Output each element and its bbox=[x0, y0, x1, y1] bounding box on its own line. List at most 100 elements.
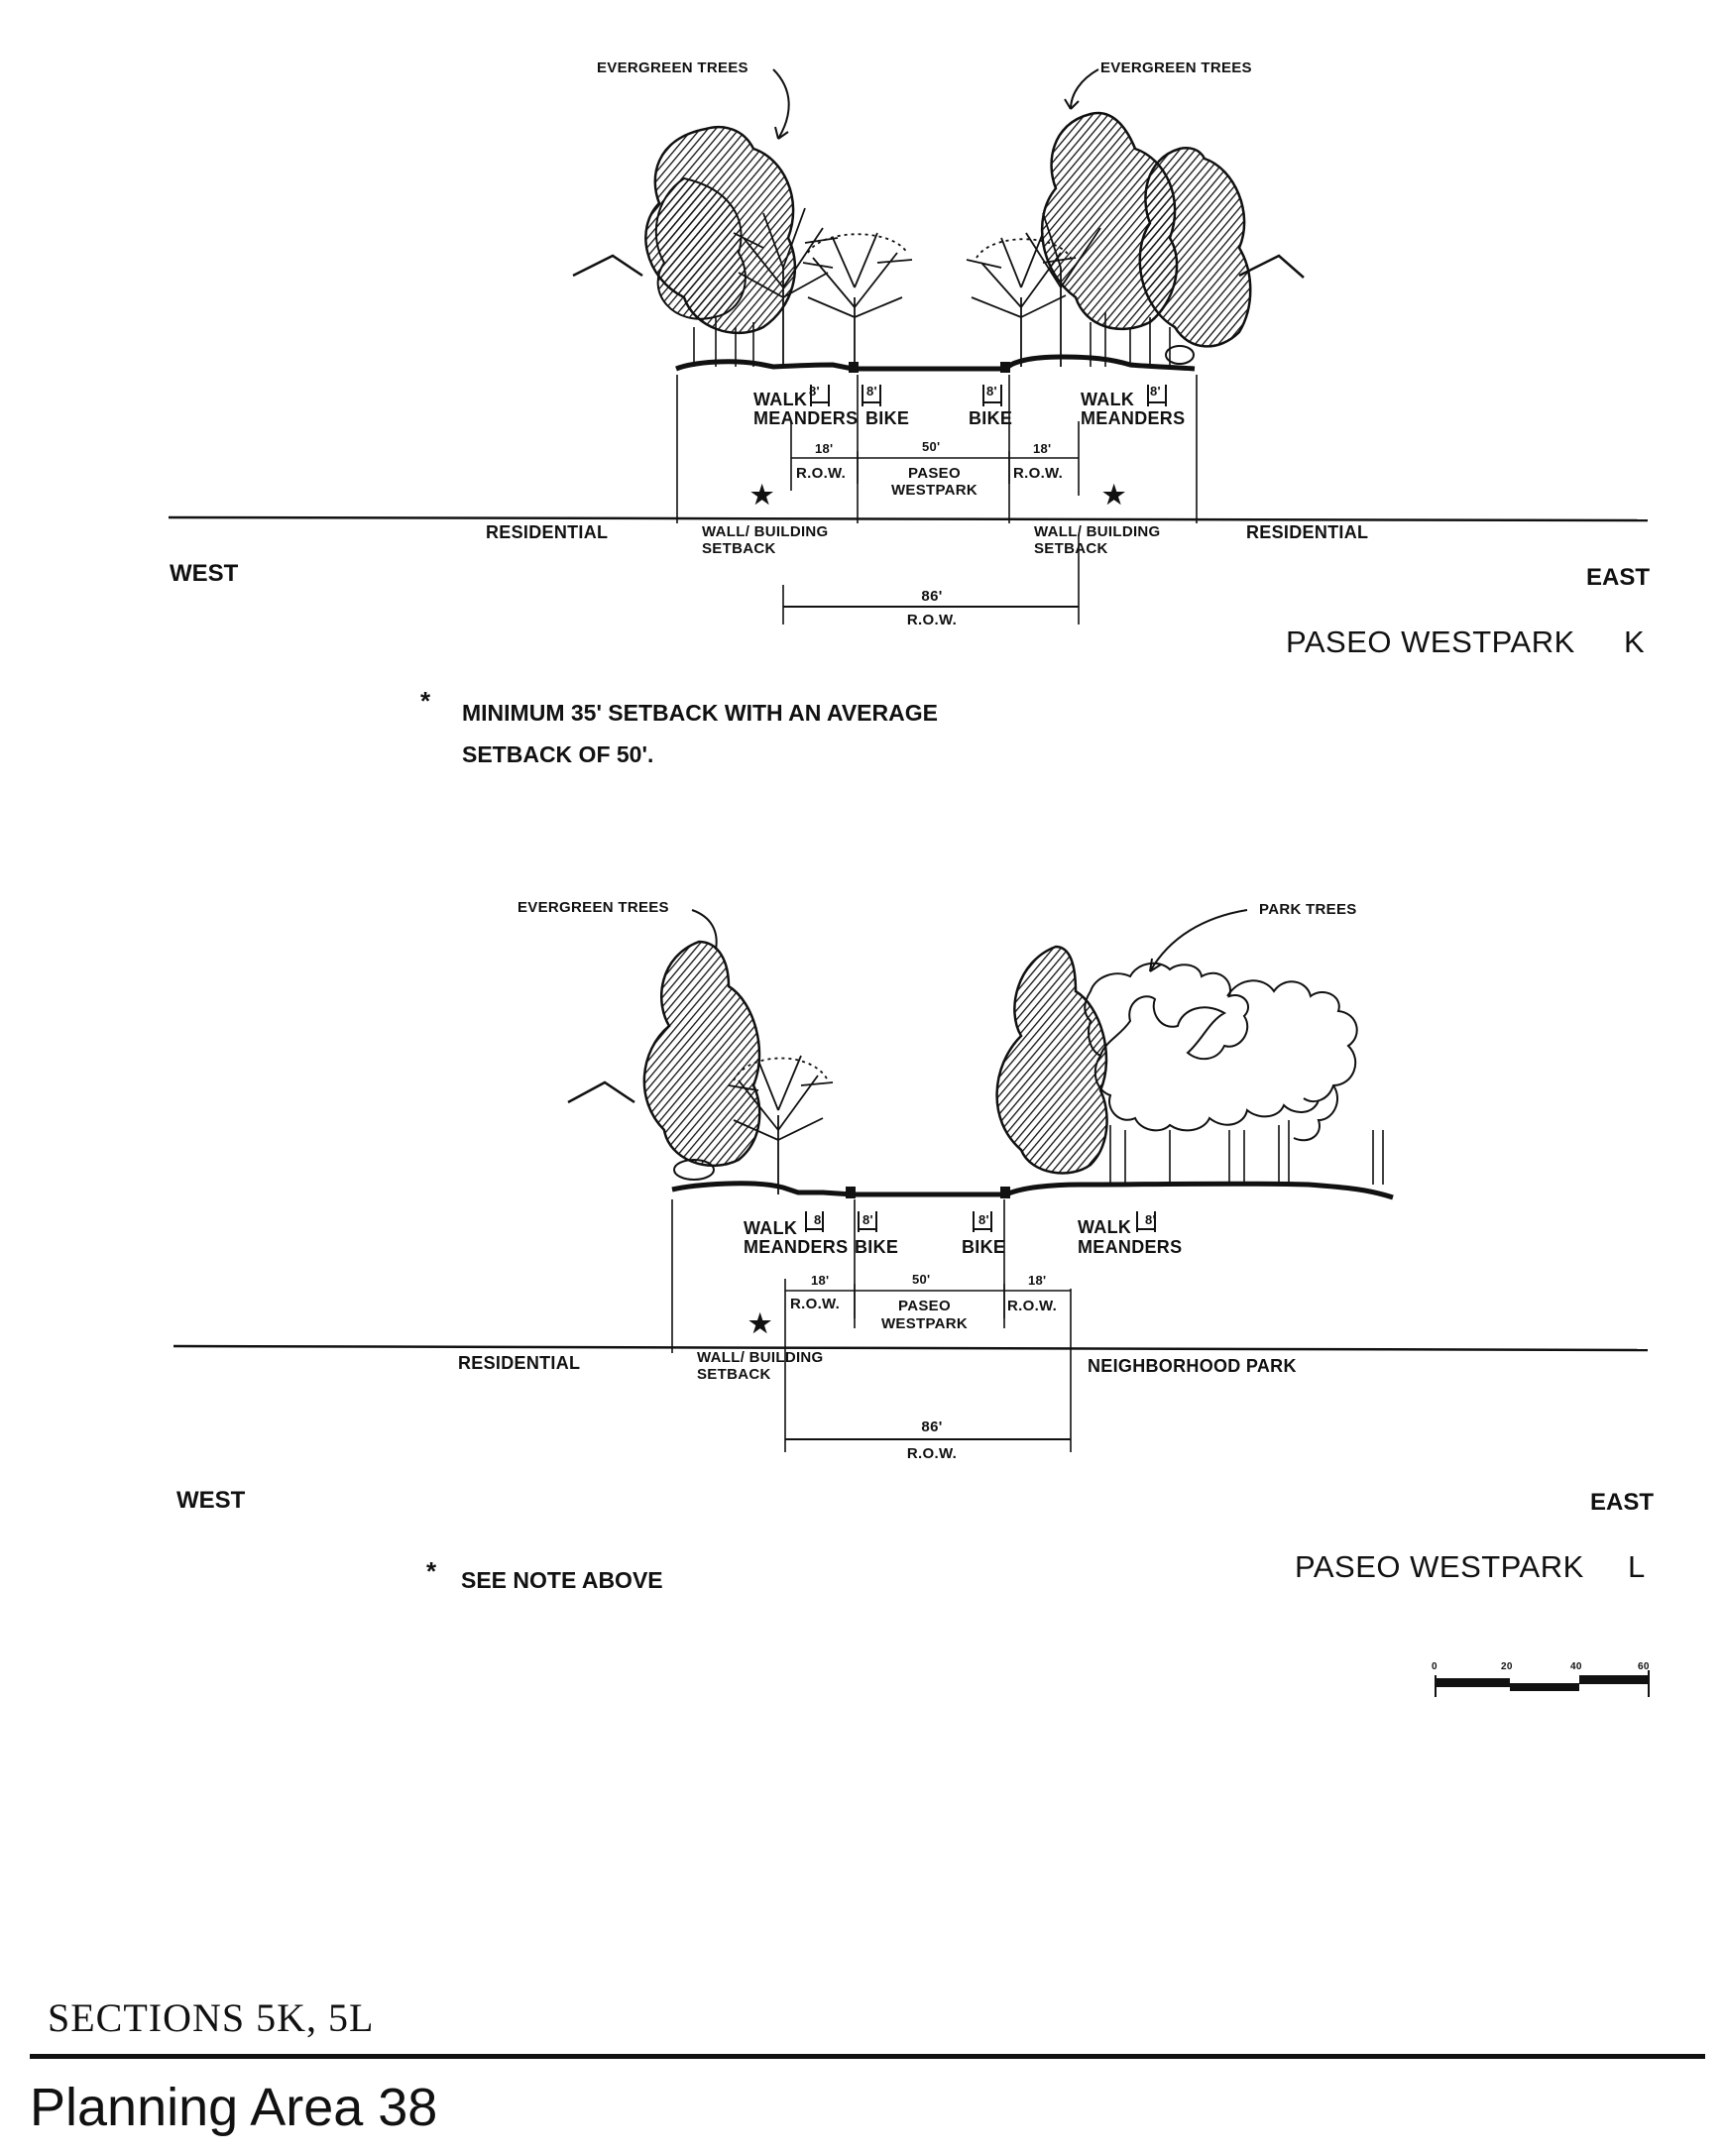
ground-profile bbox=[675, 354, 1196, 372]
note-asterisk: * bbox=[420, 686, 431, 716]
leader-arrow bbox=[772, 68, 790, 140]
park-trees bbox=[1084, 962, 1249, 1061]
total-dim: 86' bbox=[921, 1418, 943, 1435]
setback-note-line-2: SETBACK OF 50'. bbox=[462, 741, 654, 767]
land-use-right: NEIGHBORHOOD PARK bbox=[1088, 1356, 1297, 1376]
evergreen-trees-label: EVERGREEN TREES bbox=[518, 899, 669, 916]
walk-width-right: 8' bbox=[1145, 1212, 1156, 1227]
walk-width-right: 8' bbox=[1150, 384, 1161, 398]
total-dim: 86' bbox=[921, 588, 943, 605]
land-use-left: RESIDENTIAL bbox=[458, 1353, 581, 1373]
land-use-right: RESIDENTIAL bbox=[1246, 522, 1369, 542]
walk-label-right: WALK bbox=[1078, 1217, 1132, 1237]
see-note-text: SEE NOTE ABOVE bbox=[461, 1567, 663, 1593]
row-label-left: R.O.W. bbox=[796, 465, 847, 482]
ground-profile bbox=[671, 1181, 1394, 1200]
walk-label-right: WALK bbox=[1081, 390, 1135, 409]
paseo-label-1: PASEO bbox=[908, 465, 961, 482]
meanders-label-right: MEANDERS bbox=[1078, 1237, 1183, 1257]
note-asterisk: * bbox=[426, 1556, 437, 1586]
scale-tick: 60 bbox=[1638, 1661, 1650, 1672]
deciduous-tree bbox=[966, 232, 1077, 367]
land-use-left: RESIDENTIAL bbox=[486, 522, 609, 542]
planning-area-title: Planning Area 38 bbox=[30, 2078, 438, 2137]
section-letter: L bbox=[1628, 1549, 1646, 1584]
bike-label-right: BIKE bbox=[962, 1237, 1006, 1257]
bike-width-right: 8' bbox=[978, 1212, 989, 1227]
setback-asterisk: ★ bbox=[748, 1308, 772, 1338]
row-label-right: R.O.W. bbox=[1007, 1298, 1058, 1314]
ground-baseline bbox=[168, 515, 1649, 522]
meanders-label-right: MEANDERS bbox=[1081, 408, 1186, 428]
section-title: PASEO WESTPARK bbox=[1286, 624, 1575, 659]
deciduous-tree bbox=[1025, 212, 1101, 367]
leader-arrow bbox=[691, 909, 718, 951]
bike-label-left: BIKE bbox=[855, 1237, 899, 1257]
house-roof-left bbox=[567, 1080, 635, 1104]
evergreen-tree bbox=[995, 945, 1108, 1175]
total-row-label: R.O.W. bbox=[906, 1445, 958, 1462]
walk-width-left: 8' bbox=[814, 1212, 825, 1227]
leader-arrow bbox=[1070, 68, 1099, 110]
ground-baseline bbox=[172, 1344, 1649, 1352]
setback-note-line-1: MINIMUM 35' SETBACK WITH AN AVERAGE bbox=[462, 700, 938, 726]
footer-rule bbox=[30, 2054, 1705, 2059]
evergreen-trees-label-right: EVERGREEN TREES bbox=[1100, 59, 1252, 76]
bike-width-left: 8' bbox=[862, 1212, 873, 1227]
scale-bar-graphic bbox=[1435, 1670, 1650, 1697]
deciduous-tree bbox=[728, 1055, 834, 1194]
west-label: WEST bbox=[170, 560, 239, 587]
section-k-graphics bbox=[168, 68, 1649, 624]
bike-width-left: 8' bbox=[866, 384, 877, 398]
paseo-dim: 50' bbox=[922, 439, 941, 454]
walk-label-left: WALK bbox=[744, 1218, 798, 1238]
evergreen-tree bbox=[1138, 147, 1252, 348]
setback-left-2: SETBACK bbox=[702, 540, 776, 557]
deciduous-tree bbox=[802, 232, 913, 367]
setback-asterisk-right: ★ bbox=[1102, 480, 1126, 510]
section-title: PASEO WESTPARK bbox=[1295, 1549, 1584, 1584]
bike-width-right: 8' bbox=[986, 384, 997, 398]
evergreen-trees-label-left: EVERGREEN TREES bbox=[597, 59, 748, 76]
paseo-label-2: WESTPARK bbox=[890, 482, 978, 499]
paseo-label-1: PASEO bbox=[898, 1298, 951, 1314]
paseo-dim: 50' bbox=[912, 1272, 931, 1287]
row-dim-left: 18' bbox=[811, 1273, 830, 1288]
evergreen-tree bbox=[654, 176, 747, 320]
row-dim-right: 18' bbox=[1033, 441, 1052, 456]
row-dim-right: 18' bbox=[1028, 1273, 1047, 1288]
meanders-label-left: MEANDERS bbox=[744, 1237, 849, 1257]
evergreen-tree bbox=[642, 940, 761, 1168]
paseo-label-2: WESTPARK bbox=[880, 1315, 969, 1332]
setback-right-2: SETBACK bbox=[1034, 540, 1108, 557]
house-roof-left bbox=[572, 254, 643, 278]
walk-width-left: 8' bbox=[809, 384, 820, 398]
row-label-right: R.O.W. bbox=[1013, 465, 1064, 482]
bike-label-left: BIKE bbox=[865, 408, 910, 428]
east-label: EAST bbox=[1590, 1489, 1655, 1516]
deciduous-tree bbox=[733, 207, 839, 367]
bike-label-right: BIKE bbox=[969, 408, 1013, 428]
setback-left-1: WALL/ BUILDING bbox=[697, 1349, 824, 1366]
walk-label-left: WALK bbox=[753, 390, 808, 409]
sections-caption: SECTIONS 5K, 5L bbox=[48, 1995, 375, 2040]
scale-tick: 40 bbox=[1570, 1661, 1582, 1672]
setback-asterisk-left: ★ bbox=[750, 480, 774, 510]
west-label: WEST bbox=[176, 1487, 246, 1514]
setback-left-2: SETBACK bbox=[697, 1366, 771, 1383]
total-row-label: R.O.W. bbox=[906, 612, 958, 628]
row-label-left: R.O.W. bbox=[790, 1296, 841, 1312]
leader-arrow bbox=[1149, 909, 1248, 972]
setback-right-1: WALL/ BUILDING bbox=[1034, 523, 1161, 540]
scale-tick: 20 bbox=[1501, 1661, 1513, 1672]
row-dim-left: 18' bbox=[815, 441, 834, 456]
meanders-label-left: MEANDERS bbox=[753, 408, 859, 428]
east-label: EAST bbox=[1586, 564, 1651, 591]
park-trees-label: PARK TREES bbox=[1259, 901, 1357, 918]
scale-tick: 0 bbox=[1432, 1661, 1438, 1672]
section-letter: K bbox=[1624, 624, 1646, 659]
section-l-graphics bbox=[172, 909, 1649, 1452]
setback-left-1: WALL/ BUILDING bbox=[702, 523, 829, 540]
house-roof-right bbox=[1238, 254, 1305, 279]
